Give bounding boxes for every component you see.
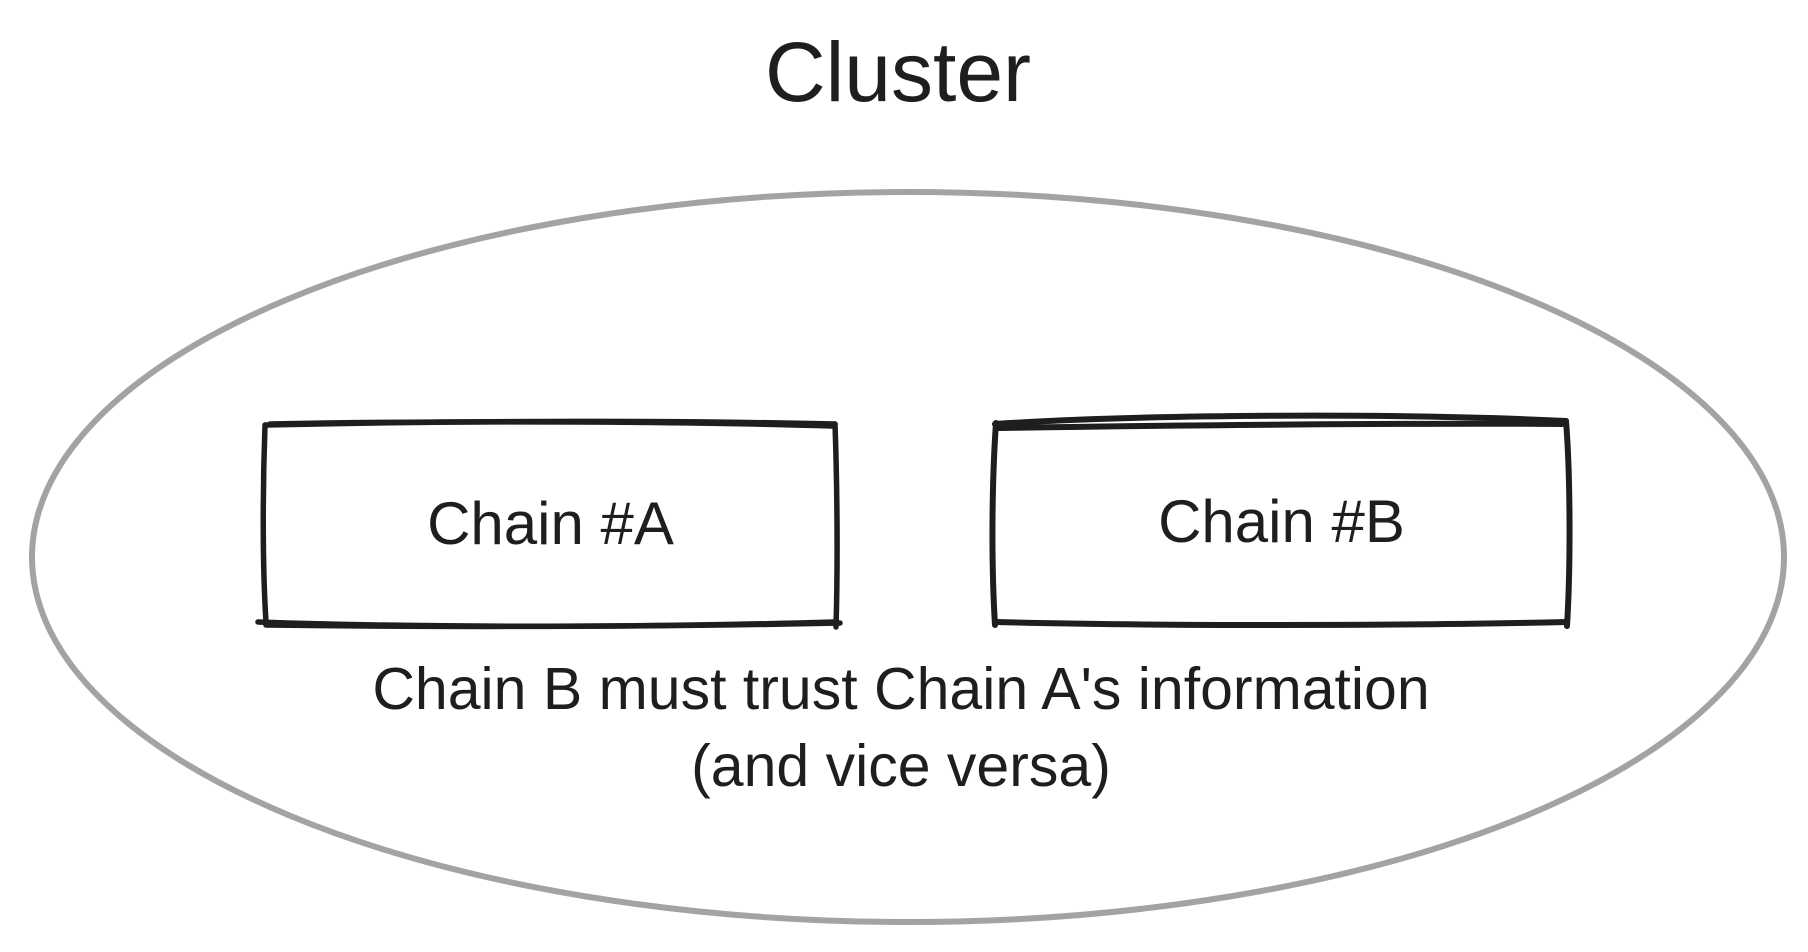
diagram-title: Cluster xyxy=(764,25,1032,119)
node-chain-a: Chain #A xyxy=(263,422,838,625)
trust-caption-line2: (and vice versa) xyxy=(691,732,1111,799)
cluster-ellipse xyxy=(29,189,1787,925)
trust-caption: Chain B must trust Chain A's information… xyxy=(372,651,1429,804)
chain-b-box xyxy=(989,412,1573,629)
trust-caption-line1: Chain B must trust Chain A's information xyxy=(372,656,1430,722)
node-chain-b: Chain #B xyxy=(993,420,1570,623)
chain-a-label: Chain #A xyxy=(427,489,674,557)
chain-b-label: Chain #B xyxy=(1158,487,1405,555)
chain-a-box xyxy=(255,418,843,630)
